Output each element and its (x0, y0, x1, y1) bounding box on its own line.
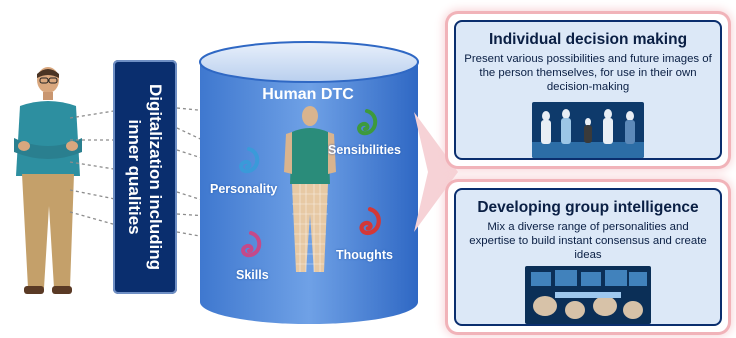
sensibilities-swirl-icon (357, 109, 378, 136)
digitalization-banner: Digitalization including inner qualities (113, 60, 177, 294)
individual-decision-panel: Individual decision making Present vario… (448, 14, 728, 166)
panel-title: Developing group intelligence (477, 199, 699, 216)
thoughts-swirl-icon (359, 207, 381, 236)
label-thoughts: Thoughts (336, 248, 393, 262)
group-collaboration-photo (525, 266, 651, 324)
panel-frame: Individual decision making Present vario… (454, 20, 722, 160)
panel-body: Mix a diverse range of personalities and… (469, 221, 707, 261)
label-personality: Personality (210, 182, 278, 196)
cylinder-title: Human DTC (262, 86, 354, 103)
right-arrow-icon (414, 112, 458, 232)
group-intelligence-panel: Developing group intelligence Mix a dive… (448, 182, 728, 332)
panel-frame: Developing group intelligence Mix a dive… (454, 188, 722, 326)
label-skills: Skills (236, 268, 269, 282)
skills-swirl-icon (241, 231, 262, 258)
future-selves-photo (532, 102, 644, 158)
label-sensibilities: Sensibilities (328, 143, 401, 157)
panel-title: Individual decision making (488, 31, 688, 48)
person-illustration (14, 67, 82, 294)
personality-swirl-icon (239, 147, 260, 174)
banner-label: Digitalization including inner qualities (125, 83, 165, 271)
digital-human-figure (284, 106, 336, 272)
panel-body: Present various possibilities and future… (464, 53, 712, 93)
